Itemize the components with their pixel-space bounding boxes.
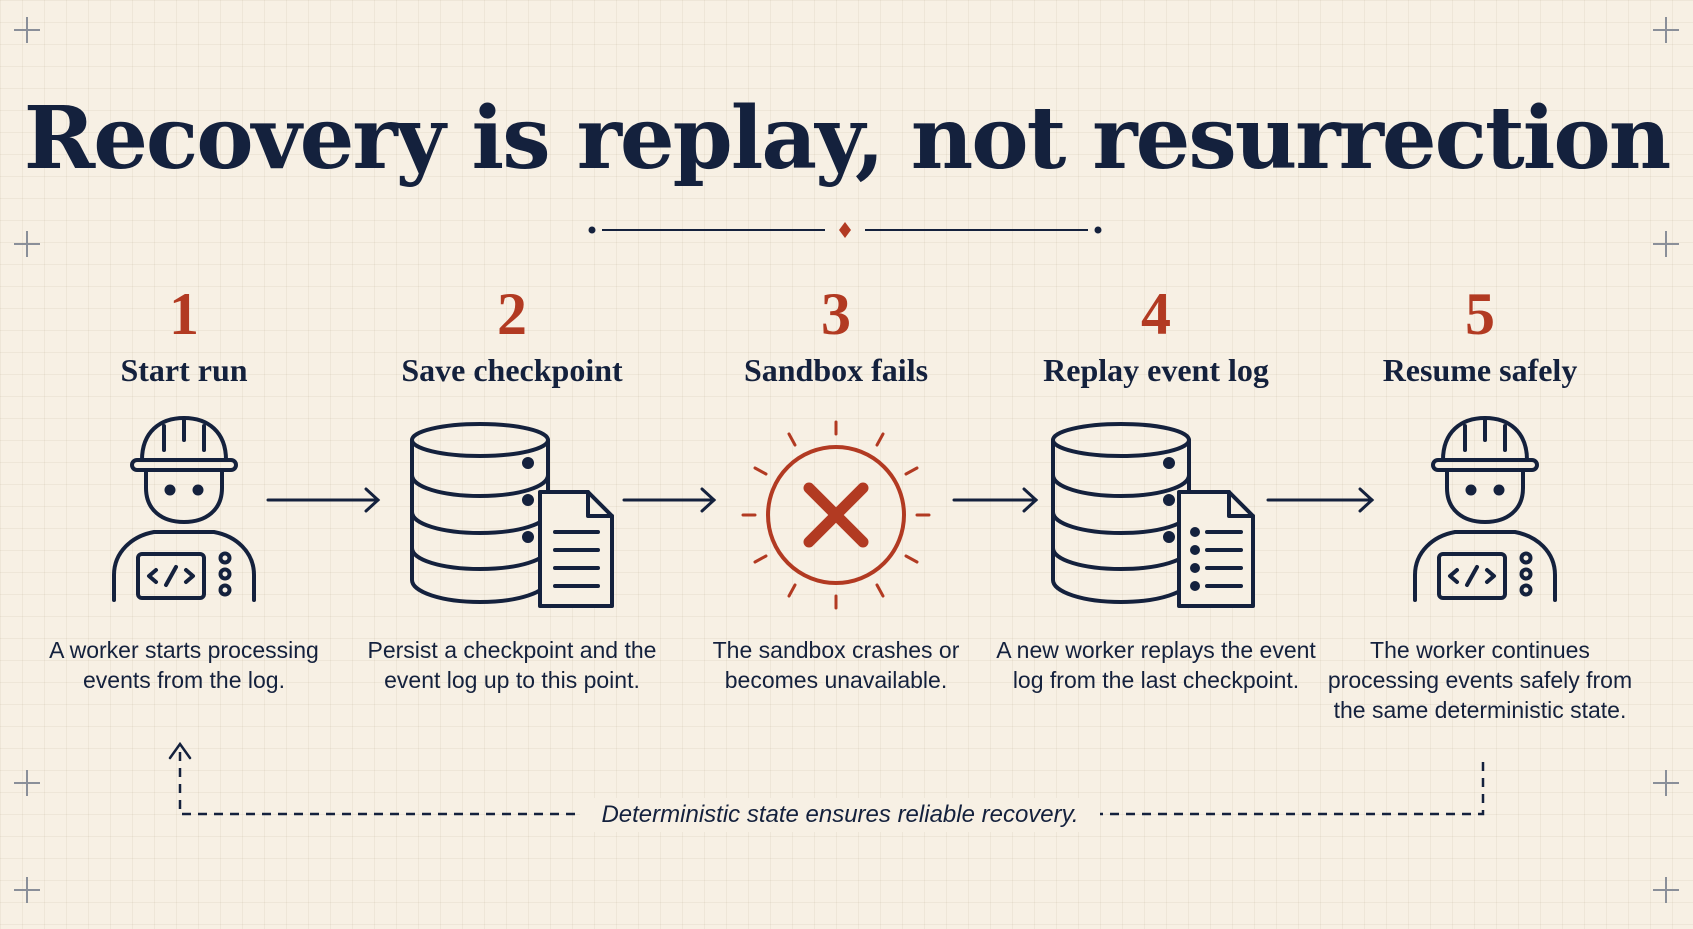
title-divider-ornament (588, 222, 1102, 238)
database-document-icon (410, 422, 614, 608)
step-label: Save checkpoint (401, 352, 623, 388)
step-1: 1 Start run A worker starts processing e… (24, 280, 344, 693)
worker-icon (1413, 416, 1557, 602)
step-description: A new worker replays the event log from … (996, 637, 1316, 693)
step-number: 3 (821, 281, 851, 347)
step-description: The worker continues processing events s… (1327, 637, 1633, 723)
step-number: 4 (1141, 281, 1171, 347)
step-4: 4 Replay event log A new worker replays … (996, 280, 1316, 693)
worker-icon (112, 416, 256, 602)
step-label: Sandbox fails (743, 352, 929, 388)
step-label: Replay event log (1043, 352, 1269, 388)
step-description: Persist a checkpoint and the event log u… (367, 637, 657, 693)
crosshair-mid-left (14, 231, 40, 257)
flow-arrow-4-5 (1266, 487, 1375, 513)
crosshair-bottom-right (1653, 877, 1679, 903)
page-title: Recovery is replay, not resurrection (23, 88, 1672, 189)
step-2: 2 Save checkpoint Persist a checkpoint a… (352, 280, 672, 693)
step-description: The sandbox crashes or becomes unavailab… (712, 637, 960, 693)
database-list-icon (1051, 422, 1255, 608)
step-label: Resume safely (1382, 352, 1578, 388)
loop-caption: Deterministic state ensures reliable rec… (580, 798, 1100, 832)
step-number: 5 (1465, 281, 1495, 347)
step-number: 1 (169, 281, 199, 347)
step-label: Start run (120, 352, 248, 388)
flow-arrow-3-4 (952, 487, 1039, 513)
crosshair-mid-right (1653, 231, 1679, 257)
flow-arrow-1-2 (266, 487, 381, 513)
crosshair-low-left (14, 770, 40, 796)
failure-x-icon (741, 420, 931, 610)
crosshair-top-right (1653, 17, 1679, 43)
crosshair-top-left (14, 17, 40, 43)
step-3: 3 Sandbox fails The sandbox crashes or b… (676, 280, 996, 693)
crosshair-bottom-left (14, 877, 40, 903)
step-description: A worker starts processing events from t… (49, 637, 319, 693)
step-5: 5 Resume safely The worker continues pro… (1320, 280, 1640, 723)
step-number: 2 (497, 281, 527, 347)
flow-arrow-2-3 (622, 487, 717, 513)
crosshair-low-right (1653, 770, 1679, 796)
